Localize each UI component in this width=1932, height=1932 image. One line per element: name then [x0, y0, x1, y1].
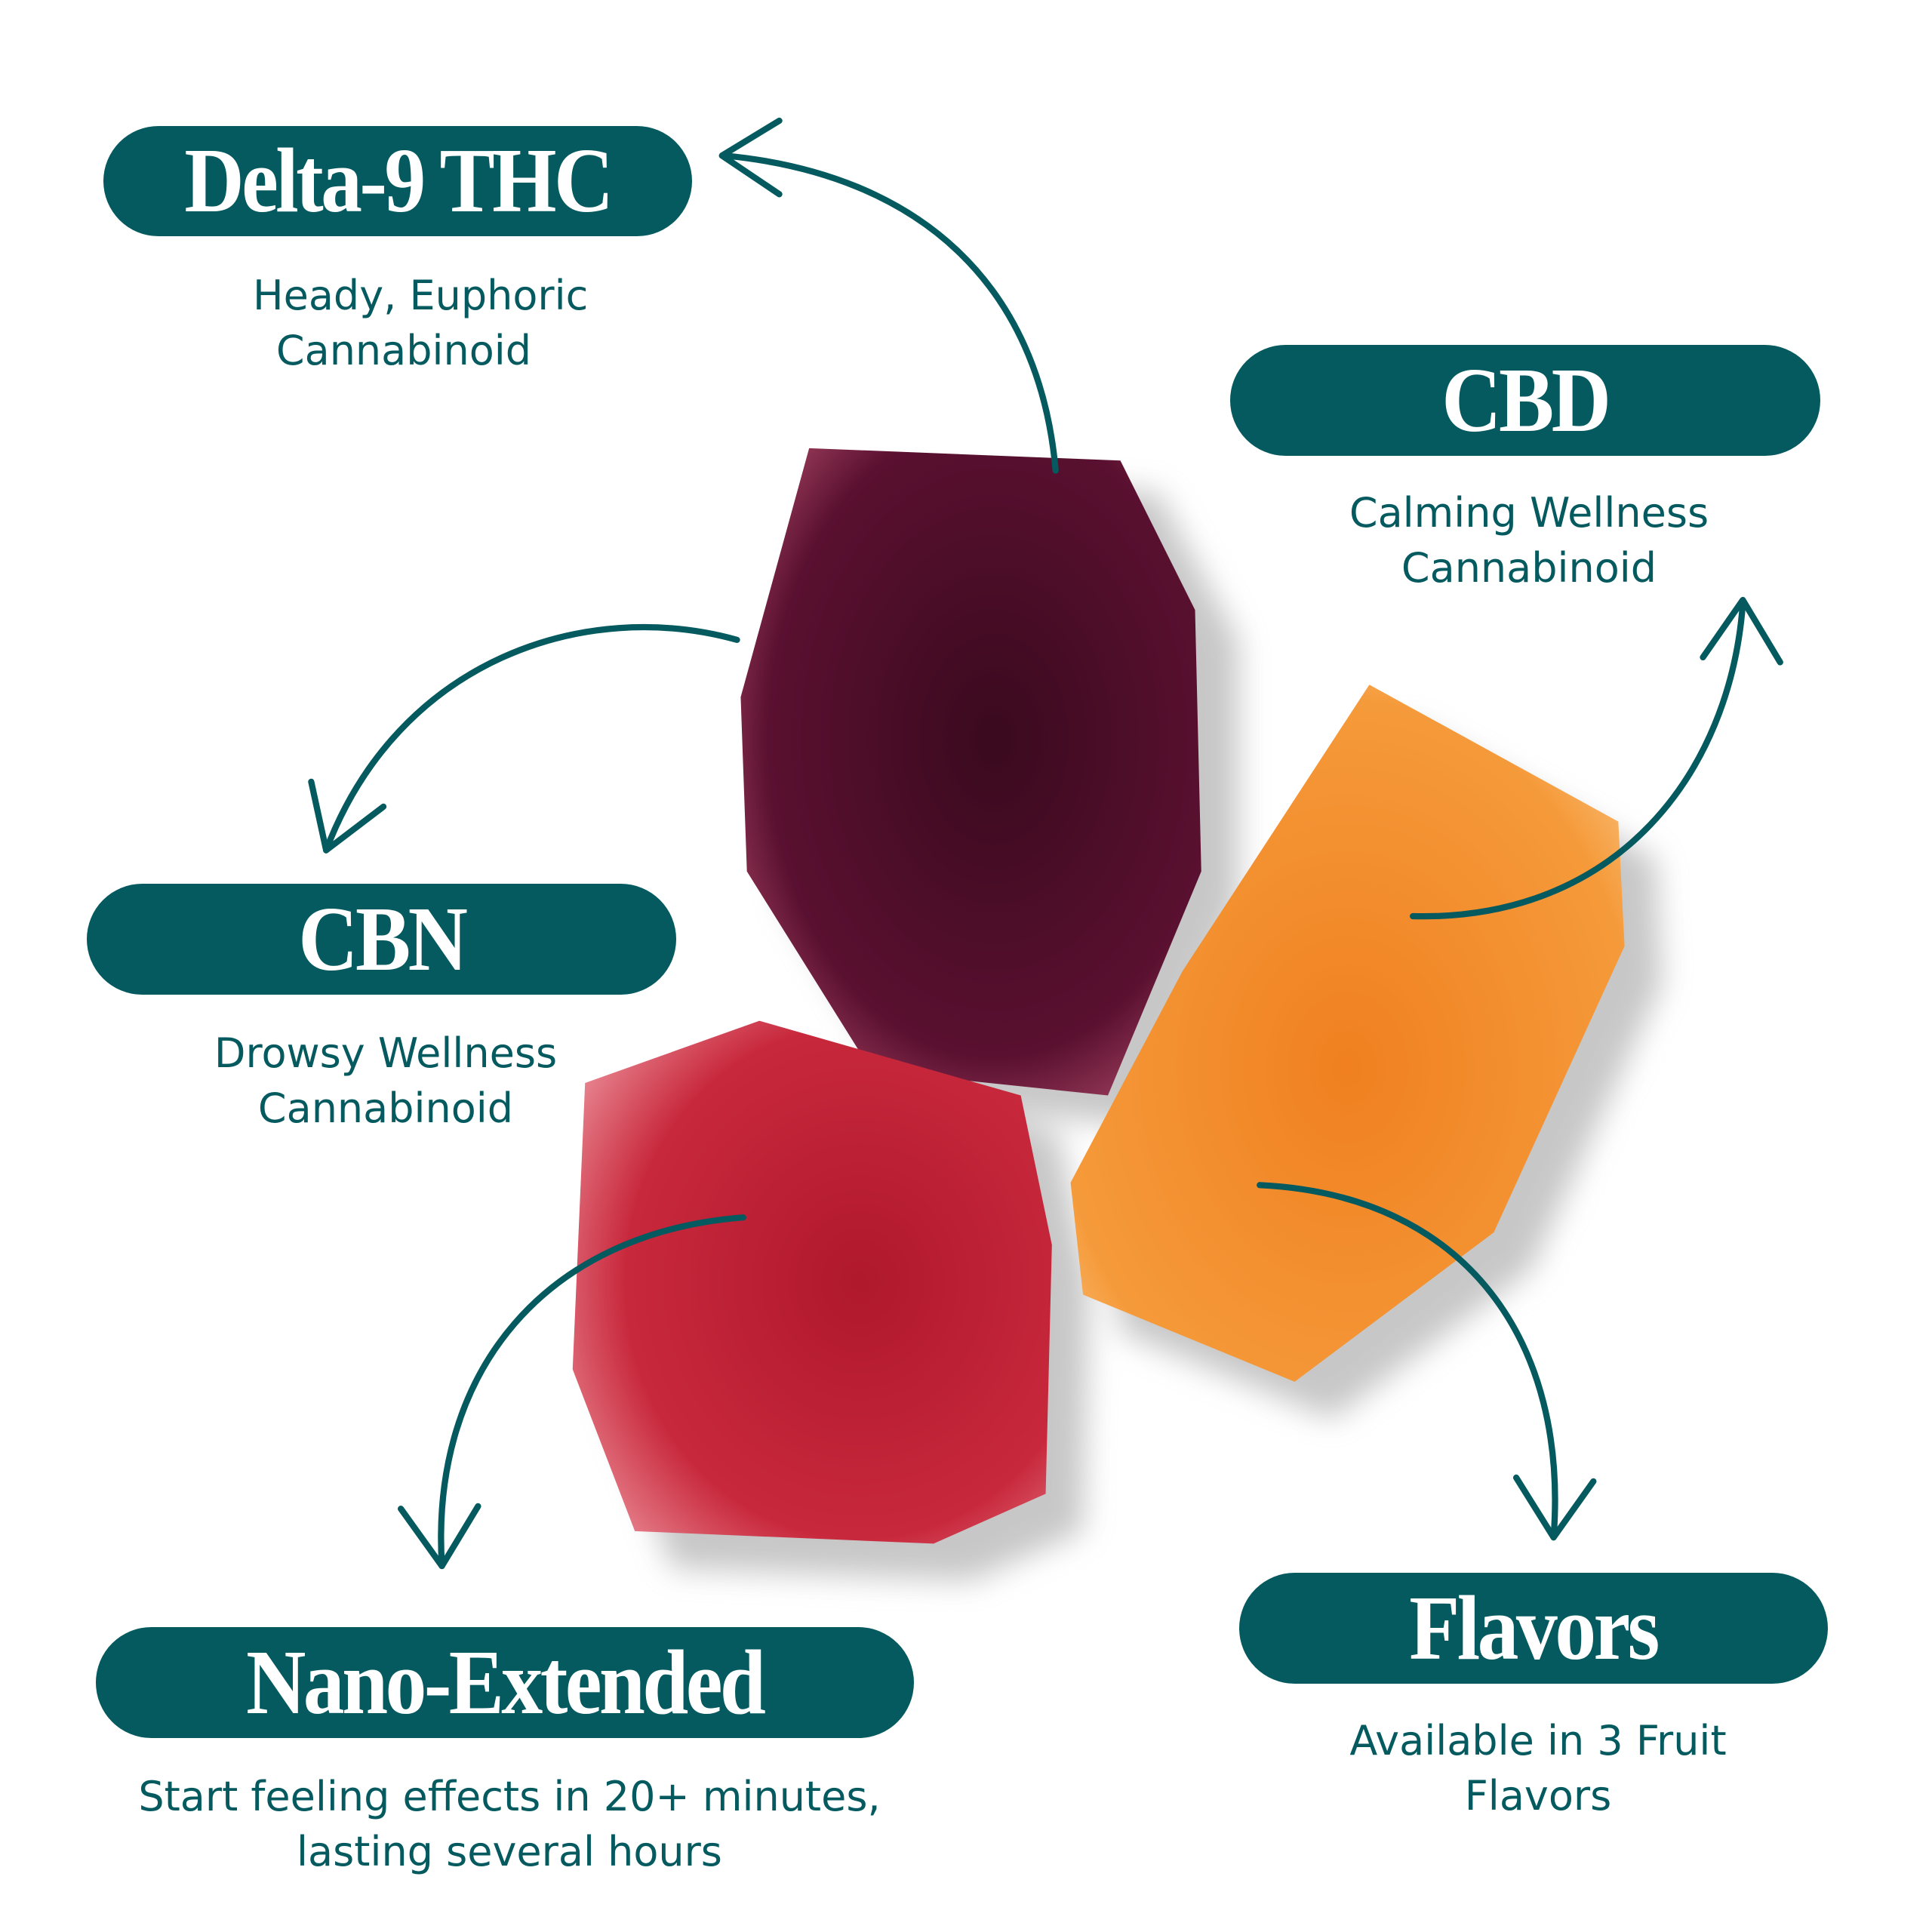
cbd-line-2: Cannabinoid [1401, 544, 1657, 592]
cbn-badge: CBN [87, 884, 676, 995]
cbd-description: Calming Wellness Cannabinoid [1340, 485, 1718, 595]
cbn-line-2: Cannabinoid [257, 1084, 514, 1132]
purple-gummy [740, 448, 1201, 1096]
arrow-to-cbn-icon [308, 624, 740, 854]
delta9-line-2: Cannabinoid [275, 327, 532, 374]
nano-title: Nano-Extended [246, 1631, 766, 1734]
cbd-title: CBD [1441, 349, 1611, 451]
nano-badge: Nano-Extended [96, 1627, 914, 1738]
nano-line-2: lasting several hours [297, 1828, 722, 1875]
flavors-badge: Flavors [1239, 1573, 1828, 1684]
flavors-line-1: Available in 3 Fruit [1349, 1717, 1727, 1764]
cbd-line-1: Calming Wellness [1349, 489, 1709, 537]
delta9-description: Heady, Euphoric Cannabinoid [253, 268, 589, 378]
cbd-badge: CBD [1230, 345, 1820, 456]
nano-line-1: Start feeling effects in 20+ minutes, [138, 1773, 881, 1820]
nano-description: Start feeling effects in 20+ minutes, la… [132, 1769, 887, 1879]
delta9-title: Delta-9 THC [184, 130, 614, 232]
cbn-line-1: Drowsy Wellness [214, 1029, 558, 1077]
flavors-description: Available in 3 Fruit Flavors [1349, 1713, 1727, 1823]
cbn-title: CBN [297, 888, 468, 990]
arrow-to-delta9-icon [718, 117, 1059, 474]
arrow-to-nano-icon [398, 1214, 746, 1570]
flavors-line-2: Flavors [1464, 1772, 1612, 1820]
arrow-to-flavors-icon [1257, 1182, 1597, 1541]
delta9-line-1: Heady, Euphoric [253, 272, 589, 319]
delta9-badge: Delta-9 THC [103, 126, 692, 236]
arrow-to-cbd-icon [1410, 596, 1783, 920]
cbn-description: Drowsy Wellness Cannabinoid [197, 1026, 574, 1136]
orange-gummy [1070, 685, 1625, 1382]
flavors-title: Flavors [1409, 1577, 1660, 1679]
red-gummy [572, 1020, 1052, 1544]
